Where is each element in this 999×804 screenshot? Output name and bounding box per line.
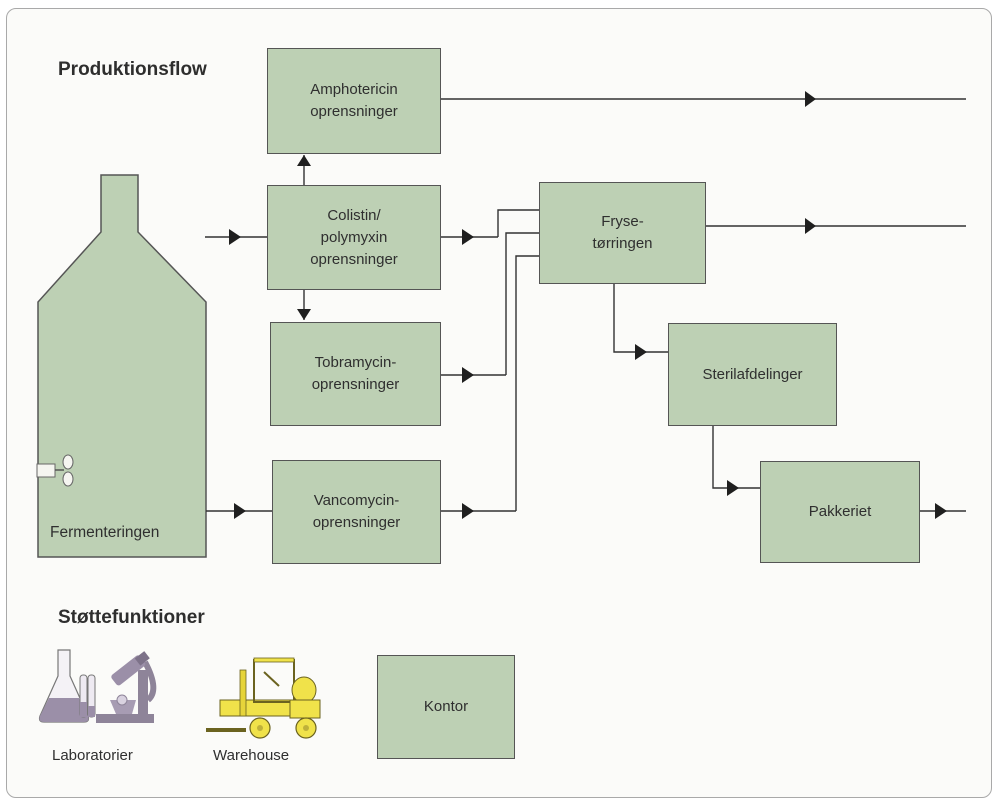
box-tobramycin: Tobramycin- oprensninger: [270, 322, 441, 426]
fermenter-tank: [37, 174, 207, 558]
warehouse-label: Warehouse: [213, 747, 290, 764]
support-functions-title: Støttefunktioner: [58, 607, 205, 628]
box-amphotericin: Amphotericin oprensninger: [267, 48, 441, 154]
fermenter-label: Fermenteringen: [50, 524, 160, 541]
fermenter-stirrer-icon: [36, 454, 74, 487]
box-frysetorring: Fryse- tørringen: [539, 182, 706, 284]
box-sterilafdelinger: Sterilafdelinger: [668, 323, 837, 426]
box-vancomycin: Vancomycin- oprensninger: [272, 460, 441, 564]
box-pakkeriet: Pakkeriet: [760, 461, 920, 563]
box-colistin-polymyxin: Colistin/ polymyxin oprensninger: [267, 185, 441, 290]
warehouse-forklift-icon: [206, 657, 321, 739]
production-flow-title: Produktionsflow: [58, 59, 207, 80]
laboratory-icon: [38, 649, 157, 723]
laboratorier-label: Laboratorier: [52, 747, 133, 764]
box-kontor: Kontor: [377, 655, 515, 759]
